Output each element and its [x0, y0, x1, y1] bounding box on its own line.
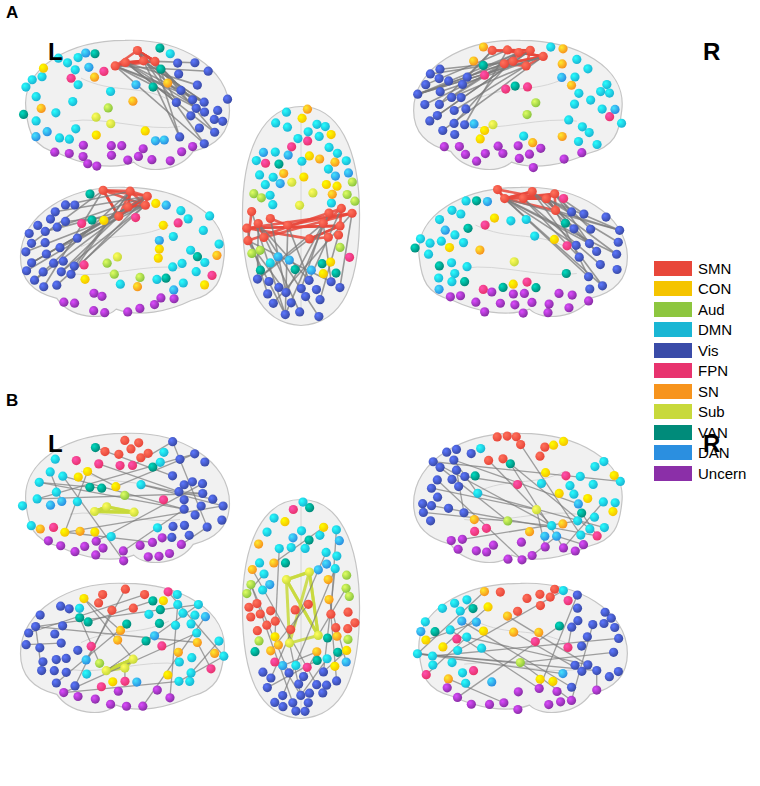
legend-text: Uncern [698, 465, 746, 482]
brain-view [413, 583, 628, 714]
legend-swatch [654, 404, 692, 419]
legend-swatch [654, 302, 692, 317]
legend-row: Aud [654, 299, 746, 320]
brain-view [20, 583, 228, 712]
legend-row: SMN [654, 258, 746, 279]
legend-text: FPN [698, 362, 728, 379]
brain-view [19, 40, 232, 170]
panel-letter: B [6, 392, 18, 409]
panel-letter: A [6, 4, 18, 21]
legend-row: VAN [654, 422, 746, 443]
legend-text: VAN [698, 424, 728, 441]
brain-view [242, 497, 359, 718]
legend-swatch [654, 425, 692, 440]
legend-text: Sub [698, 403, 725, 420]
legend-swatch [654, 343, 692, 358]
legend-text: SN [698, 383, 719, 400]
legend-row: CON [654, 279, 746, 300]
side-label: L [48, 40, 63, 64]
brain-view [410, 185, 627, 318]
legend-row: FPN [654, 361, 746, 382]
brain-view [413, 40, 626, 172]
legend-text: Vis [698, 342, 719, 359]
legend-swatch [654, 466, 692, 481]
legend-text: CON [698, 280, 731, 297]
legend-row: DMN [654, 320, 746, 341]
legend-row: Sub [654, 402, 746, 423]
legend-swatch [654, 322, 692, 337]
legend-text: DAN [698, 444, 730, 461]
brain-view [20, 186, 224, 318]
brain-view [242, 105, 359, 326]
legend-swatch [654, 281, 692, 296]
legend-row: Uncern [654, 463, 746, 484]
legend-text: Aud [698, 301, 725, 318]
side-label: R [703, 40, 720, 64]
legend-swatch [654, 445, 692, 460]
legend-text: DMN [698, 321, 732, 338]
side-label: L [48, 432, 63, 456]
legend: SMN CON AudDMN VisFPN SN SubVAN DAN Uncern [654, 258, 746, 484]
legend-swatch [654, 261, 692, 276]
legend-row: Vis [654, 340, 746, 361]
legend-text: SMN [698, 260, 731, 277]
legend-swatch [654, 363, 692, 378]
legend-swatch [654, 384, 692, 399]
brain-view [414, 432, 625, 565]
legend-row: SN [654, 381, 746, 402]
legend-row: DAN [654, 443, 746, 464]
